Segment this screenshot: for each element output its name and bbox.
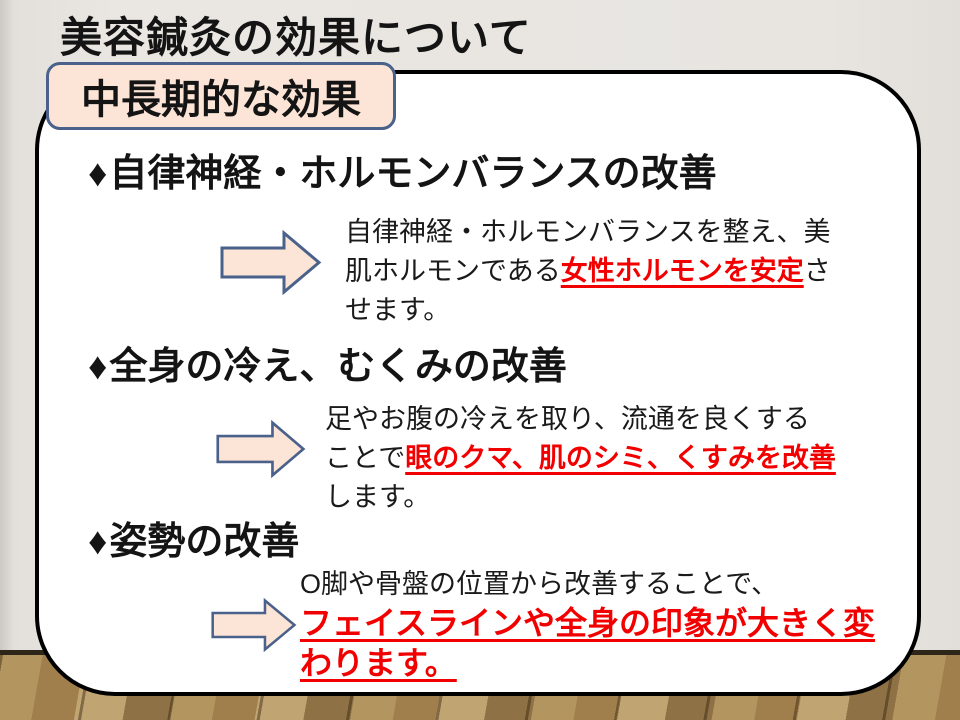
highlight-text: わります。 (300, 645, 457, 681)
text-segment: 足やお腹の冷えを取り、流通を良くする (325, 404, 810, 434)
highlight-text: 女性ホルモンを安定 (560, 256, 804, 286)
text-line: 自律神経・ホルモンバランスを整え、美 (345, 213, 831, 252)
text-line: わります。 (300, 643, 875, 683)
text-line: 足やお腹の冷えを取り、流通を良くする (325, 400, 836, 439)
content-box (35, 70, 921, 696)
text-line: フェイスラインや全身の印象が大きく変 (300, 603, 875, 643)
text-line: します。 (325, 478, 836, 517)
text-segment: 自律神経・ホルモンバランスを整え、美 (345, 217, 831, 247)
section-heading-2: ♦全身の冷え、むくみの改善 (88, 344, 567, 390)
highlight-text: フェイスラインや全身の印象が大きく変 (300, 605, 876, 641)
text-line: ことで眼のクマ、肌のシミ、くすみを改善 (325, 439, 836, 478)
text-line: O脚や骨盤の位置から改善することで、 (300, 565, 875, 603)
badge-label: 中長期的な効果 (81, 78, 361, 122)
badge-midlongterm-effects: 中長期的な効果 (46, 62, 396, 130)
highlight-text: 眼のクマ、肌のシミ、くすみを改善 (405, 443, 836, 473)
section-heading-2-label: 全身の冷え、むくみの改善 (109, 346, 567, 388)
body-text-3: O脚や骨盤の位置から改善することで、 フェイスラインや全身の印象が大きく変 わり… (300, 565, 875, 683)
diamond-bullet-icon: ♦ (88, 521, 108, 563)
section-heading-1-label: 自律神経・ホルモンバランスの改善 (109, 153, 717, 195)
text-segment: ことで (325, 443, 406, 473)
text-segment: せます。 (345, 295, 451, 325)
page-title: 美容鍼灸の効果について (60, 14, 532, 61)
body-text-2: 足やお腹の冷えを取り、流通を良くする ことで眼のクマ、肌のシミ、くすみを改善 し… (325, 400, 836, 517)
right-arrow-icon (216, 420, 306, 478)
section-heading-3: ♦姿勢の改善 (88, 519, 299, 565)
text-segment: します。 (325, 482, 431, 512)
section-heading-3-label: 姿勢の改善 (109, 521, 300, 563)
body-text-1: 自律神経・ホルモンバランスを整え、美 肌ホルモンである女性ホルモンを安定さ せま… (345, 213, 831, 330)
diamond-bullet-icon: ♦ (88, 346, 108, 388)
right-arrow-icon (211, 598, 297, 652)
text-segment: さ (803, 256, 831, 286)
text-line: 肌ホルモンである女性ホルモンを安定さ (345, 252, 831, 291)
text-line: せます。 (345, 291, 831, 330)
right-arrow-icon (220, 230, 322, 295)
diamond-bullet-icon: ♦ (88, 153, 108, 195)
section-heading-1: ♦自律神経・ホルモンバランスの改善 (88, 151, 717, 197)
text-segment: 肌ホルモンである (345, 256, 561, 286)
text-segment: O脚や骨盤の位置から改善することで、 (300, 569, 779, 599)
